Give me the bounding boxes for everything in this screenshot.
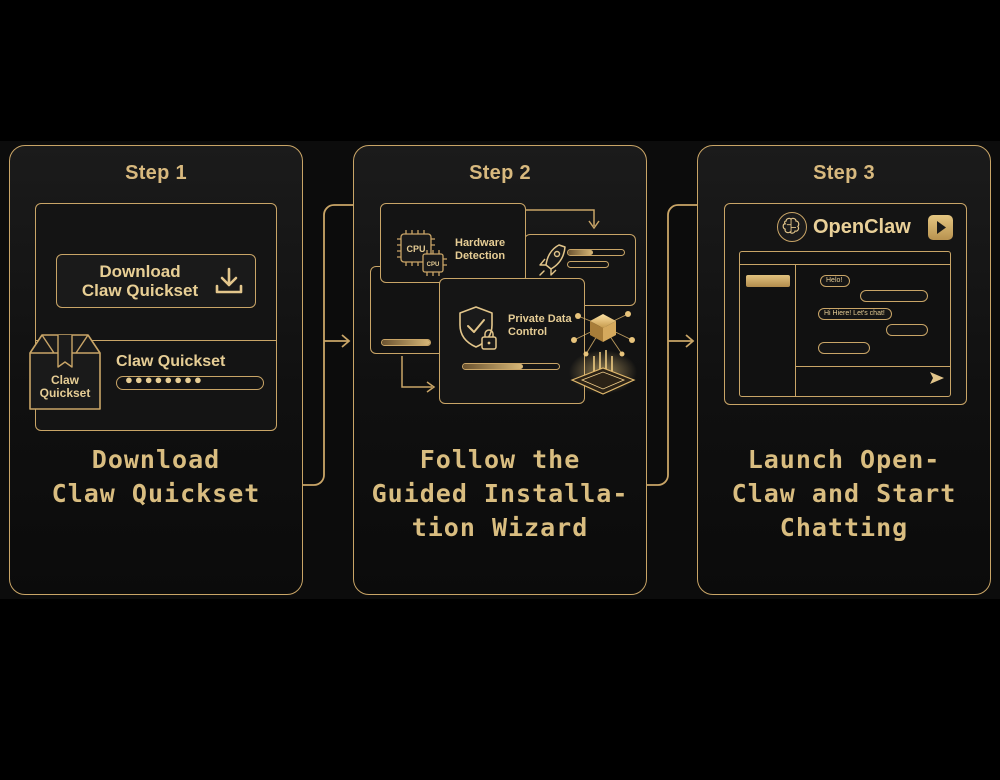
step-1-caption: Download Claw Quickset [51, 445, 261, 508]
cpu-label: CPU [406, 244, 425, 254]
connector-arrow-2 [646, 204, 700, 486]
step-2-title: Step 2 [469, 162, 531, 184]
app-name: OpenClaw [813, 216, 911, 238]
openclaw-app-window: OpenClaw Helo! Hi Hiere! Let's chat! [724, 203, 967, 405]
app-brand: OpenClaw [777, 212, 917, 242]
step-2-card: Step 2 CPU [353, 145, 647, 595]
chat-message-received-2: Hi Hiere! Let's chat! [818, 308, 892, 320]
package-box-icon [29, 334, 101, 410]
chat-message-received-1: Helo! [820, 275, 850, 287]
window-divider [36, 340, 276, 341]
sidebar-item-active[interactable] [746, 275, 790, 287]
product-name-label: Claw Quickset [116, 353, 226, 370]
password-mask: ●●●●●●●● [125, 372, 204, 387]
cpu-small-label: CPU [427, 262, 440, 268]
download-button[interactable]: Download Claw Quickset [56, 254, 256, 308]
flow-arrows [401, 209, 600, 393]
progress-bar-privacy [462, 363, 560, 370]
step-3-caption: Launch Open- Claw and Start Chatting [731, 445, 957, 542]
hardware-detection-label: Hardware Detection [455, 237, 506, 262]
step-2-caption: Follow the Guided Installa- tion Wizard [371, 445, 629, 542]
hardware-detection-window: CPU CPU Hardware Detection [380, 203, 526, 283]
installer-window: Download Claw Quickset Claw Quickset ●●●… [35, 203, 277, 431]
password-field[interactable]: ●●●●●●●● [116, 372, 264, 390]
download-icon [215, 267, 243, 294]
step-1-card: Step 1 Download Claw Quickset Claw Quick… [9, 145, 303, 595]
download-button-label-line1: Download [99, 262, 181, 281]
play-icon [937, 221, 946, 234]
chat-sidebar [740, 265, 796, 396]
chat-message-sent-2 [886, 324, 928, 336]
progress-bar-rocket-2 [567, 261, 609, 268]
send-icon[interactable] [929, 371, 945, 385]
chat-window: Helo! Hi Hiere! Let's chat! [739, 251, 951, 397]
private-data-label: Private Data Control [508, 313, 572, 338]
brain-logo-icon [777, 212, 807, 242]
step-3-title: Step 3 [813, 162, 875, 184]
progress-bar-rocket-1 [567, 249, 625, 256]
glowing-data-cube-icon [569, 311, 637, 395]
step-1-title: Step 1 [125, 162, 187, 184]
rocket-icon [539, 244, 566, 276]
package-box-label: Claw Quickset [39, 373, 91, 400]
download-button-label-line2: Claw Quickset [81, 281, 199, 300]
chat-message-sent-1 [860, 290, 928, 302]
progress-bar-back [381, 339, 431, 346]
chat-header-line [740, 264, 950, 265]
shield-lock-icon [459, 306, 497, 350]
private-data-window: Private Data Control [439, 278, 585, 404]
chat-input-divider [796, 366, 950, 367]
cpu-chip-icon: CPU CPU [397, 230, 447, 276]
play-button[interactable] [928, 215, 953, 240]
connector-arrow-1 [302, 204, 356, 486]
step-3-card: Step 3 OpenClaw Helo! [697, 145, 991, 595]
chat-message-received-3 [818, 342, 870, 354]
